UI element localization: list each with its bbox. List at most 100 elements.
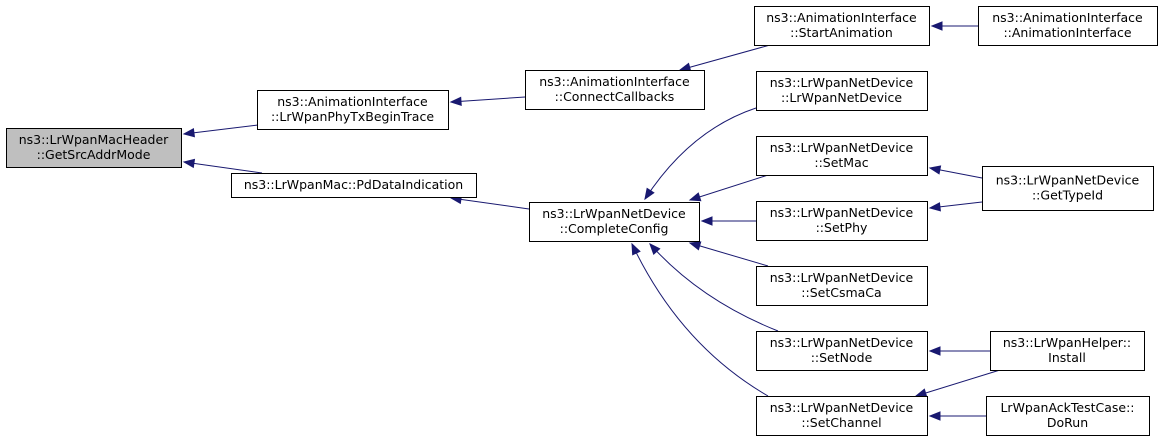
edge-line [915, 369, 1001, 397]
node-box [756, 71, 928, 111]
node-label-line: ns3::AnimationInterface [992, 10, 1143, 25]
node-setchannel[interactable]: ns3::LrWpanNetDevice::SetChannel [756, 396, 928, 436]
node-label-line: ns3::LrWpanNetDevice [770, 140, 914, 155]
node-label-line: ::SetNode [811, 350, 873, 365]
node-dorun[interactable]: LrWpanAckTestCase::DoRun [986, 396, 1150, 436]
node-box [756, 201, 928, 241]
node-label-line: ns3::LrWpanNetDevice [770, 335, 914, 350]
node-label-line: ns3::LrWpanNetDevice [770, 75, 914, 90]
node-netdevctor[interactable]: ns3::LrWpanNetDevice::LrWpanNetDevice [756, 71, 928, 111]
node-setcsma[interactable]: ns3::LrWpanNetDevice::SetCsmaCa [756, 266, 928, 306]
arrowhead [914, 388, 928, 398]
edge-startanim-to-connectcb [678, 44, 771, 72]
node-box [525, 70, 705, 110]
arrowhead [644, 187, 655, 201]
edge-animctor-to-startanim [930, 21, 978, 31]
node-box [982, 166, 1154, 211]
node-label-line: ::CompleteConfig [560, 221, 669, 236]
node-label-line: ::LrWpanNetDevice [781, 90, 902, 105]
node-label-line: DoRun [1047, 415, 1088, 430]
edge-install-to-setnode [928, 346, 990, 356]
node-label-line: ns3::LrWpanMac::PdDataIndication [244, 177, 463, 192]
arrowhead [928, 411, 941, 421]
node-pddata[interactable]: ns3::LrWpanMac::PdDataIndication [231, 173, 477, 198]
node-setnode[interactable]: ns3::LrWpanNetDevice::SetNode [756, 331, 928, 371]
node-complete[interactable]: ns3::LrWpanNetDevice::CompleteConfig [529, 202, 700, 242]
node-setmac[interactable]: ns3::LrWpanNetDevice::SetMac [756, 136, 928, 176]
arrowhead [182, 128, 195, 138]
node-label-line: ns3::LrWpanHelper:: [1003, 335, 1131, 350]
edge-line [183, 124, 259, 135]
node-label-line: ns3::LrWpanNetDevice [770, 205, 914, 220]
node-connectcb[interactable]: ns3::AnimationInterface::ConnectCallback… [525, 70, 705, 110]
node-box [986, 396, 1150, 436]
node-box [6, 128, 182, 168]
node-animctor[interactable]: ns3::AnimationInterface::AnimationInterf… [978, 6, 1158, 46]
node-label-line: ns3::AnimationInterface [277, 94, 428, 109]
edge-line [450, 96, 526, 103]
arrowhead [182, 158, 196, 169]
arrowhead [700, 216, 713, 226]
edge-line [450, 197, 530, 210]
node-setphy[interactable]: ns3::LrWpanNetDevice::SetPhy [756, 201, 928, 241]
edge-line [689, 174, 769, 201]
node-label-line: ::GetTypeId [1032, 188, 1103, 203]
node-phytx[interactable]: ns3::AnimationInterface::LrWpanPhyTxBegi… [257, 90, 449, 130]
node-box [257, 90, 449, 130]
node-install[interactable]: ns3::LrWpanHelper::Install [990, 331, 1145, 371]
node-label-line: ns3::AnimationInterface [539, 74, 690, 89]
edge-line [649, 243, 779, 332]
node-label-line: ns3::LrWpanNetDevice [770, 400, 914, 415]
arrowhead [928, 165, 942, 175]
node-label-line: ::SetMac [814, 155, 868, 170]
node-label-line: ::LrWpanPhyTxBeginTrace [271, 109, 434, 124]
edge-line [679, 44, 771, 71]
arrowhead [930, 21, 943, 31]
edge-gettypeid-to-setmac [928, 165, 983, 179]
node-label-line: ns3::LrWpanNetDevice [770, 270, 914, 285]
node-startanim[interactable]: ns3::AnimationInterface::StartAnimation [754, 6, 930, 46]
edge-setphy-to-complete [700, 216, 756, 226]
node-label-line: ns3::LrWpanMacHeader [19, 132, 169, 147]
node-box [754, 6, 930, 46]
node-box [978, 6, 1158, 46]
arrowhead [928, 202, 941, 212]
node-label-line: Install [1048, 350, 1086, 365]
node-box [529, 202, 700, 242]
edge-line [631, 243, 769, 397]
node-label-line: LrWpanAckTestCase:: [1000, 400, 1134, 415]
edge-netdevctor-to-complete [644, 107, 757, 201]
arrowhead [631, 242, 641, 256]
edge-line [644, 107, 757, 200]
node-label-line: ns3::AnimationInterface [766, 10, 917, 25]
edge-setmac-to-complete [688, 174, 769, 202]
arrowhead [649, 242, 661, 255]
edge-setnode-to-complete [649, 242, 779, 332]
graph-nodes: ns3::LrWpanMacHeader::GetSrcAddrModens3:… [6, 6, 1158, 436]
node-label-line: ::SetPhy [816, 220, 868, 235]
node-label-line: ::GetSrcAddrMode [37, 147, 151, 162]
edge-connectcb-to-phytx [449, 96, 526, 107]
node-label-line: ns3::LrWpanNetDevice [996, 173, 1140, 188]
edge-dorun-to-setchannel [928, 411, 986, 421]
node-getsrc: ns3::LrWpanMacHeader::GetSrcAddrMode [6, 128, 182, 168]
node-label-line: ::SetChannel [801, 415, 881, 430]
node-label-line: ::ConnectCallbacks [555, 89, 675, 104]
edge-phytx-to-getsrc [182, 124, 259, 138]
node-box [756, 396, 928, 436]
arrowhead [688, 241, 702, 251]
edge-gettypeid-to-setphy [928, 201, 983, 212]
node-box [756, 266, 928, 306]
node-label-line: ::StartAnimation [790, 25, 893, 40]
edge-setchannel-to-complete [631, 242, 769, 397]
node-box [756, 136, 928, 176]
node-gettypeid[interactable]: ns3::LrWpanNetDevice::GetTypeId [982, 166, 1154, 211]
edge-setcsma-to-complete [688, 241, 769, 267]
edge-line [689, 242, 769, 267]
node-label-line: ::SetCsmaCa [801, 285, 881, 300]
node-box [231, 173, 477, 198]
edge-line [183, 161, 263, 174]
arrowhead [688, 192, 702, 202]
node-box [756, 331, 928, 371]
